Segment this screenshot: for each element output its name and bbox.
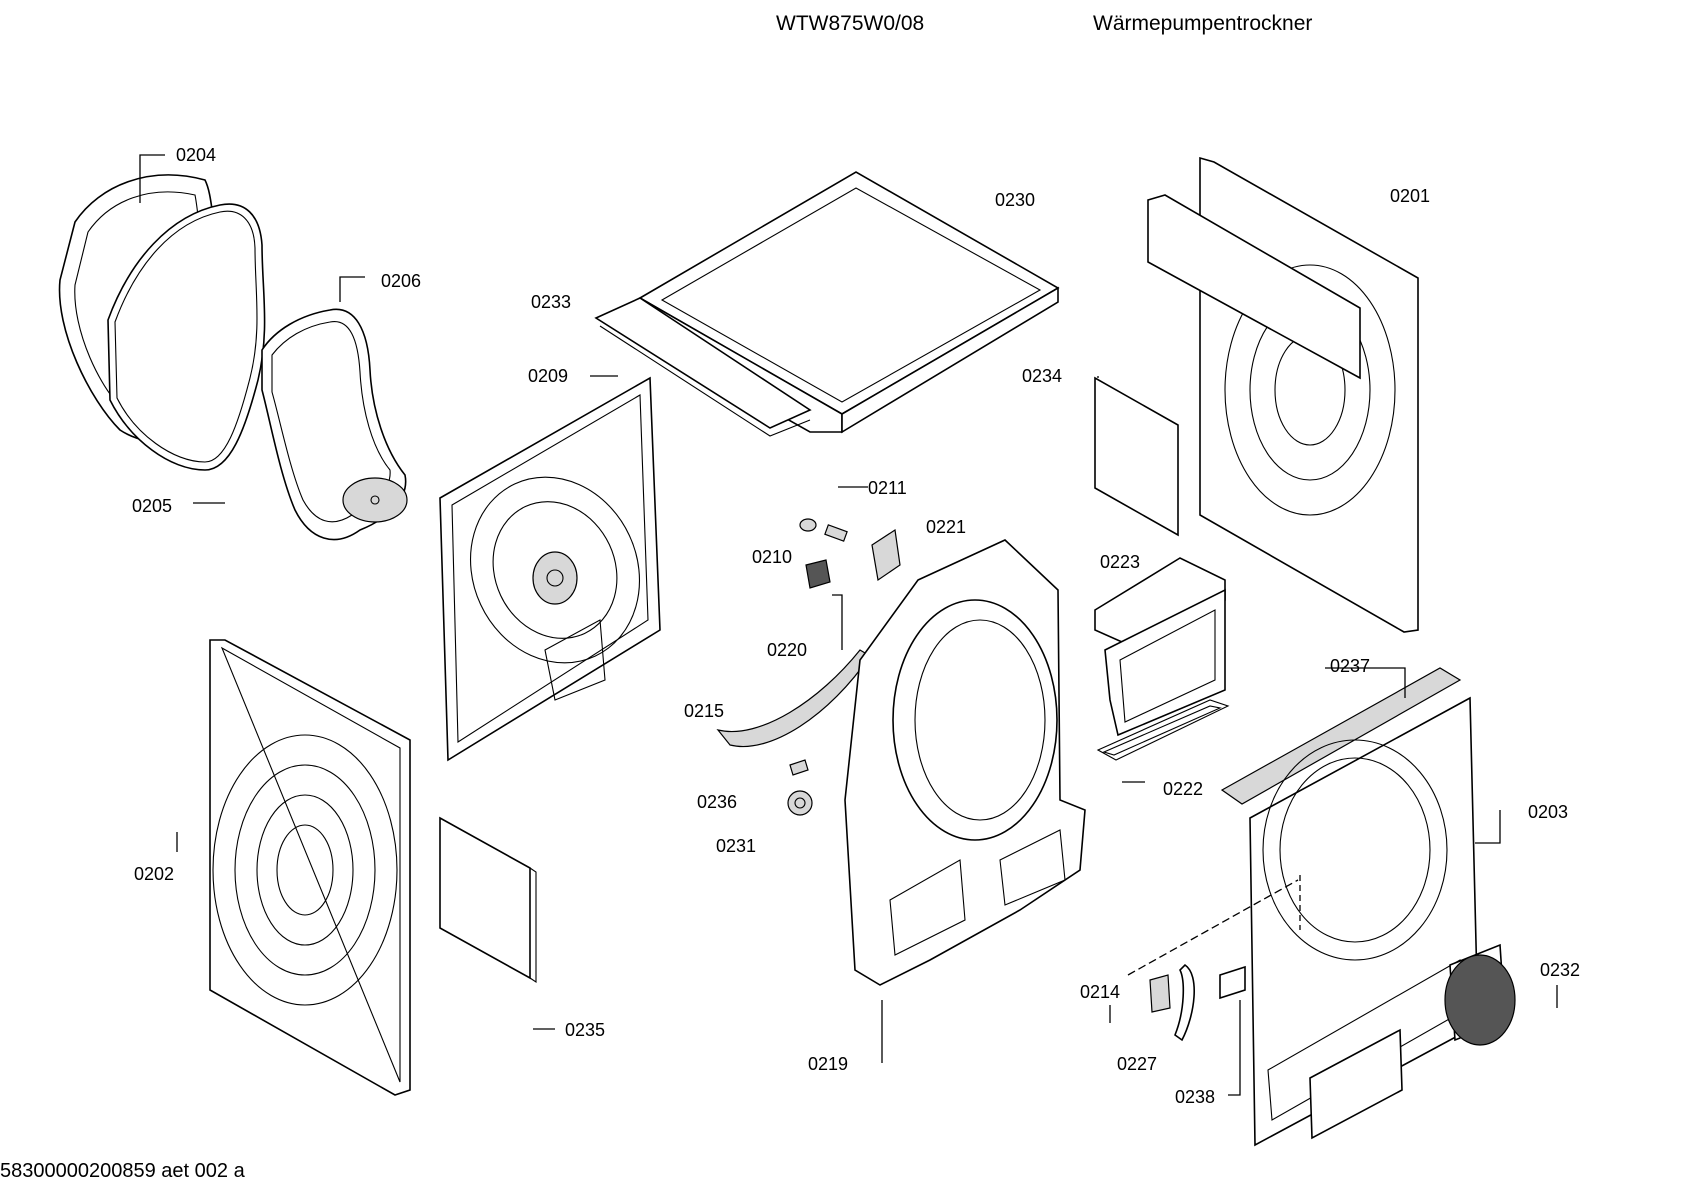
- callout-0231: 0231: [716, 836, 756, 856]
- callout-0227: 0227: [1117, 1054, 1157, 1074]
- part-0221-drawing: [871, 528, 901, 582]
- leader-lines: [139, 154, 1558, 1096]
- part-0219-drawing: [844, 539, 1086, 986]
- part-0215-drawing: [716, 649, 871, 747]
- leader-0206: [339, 276, 365, 302]
- part-0209-drawing: [439, 376, 661, 762]
- appliance-description: Wärmepumpentrockner: [1093, 12, 1313, 35]
- part-0222-drawing: [1096, 699, 1230, 761]
- part-0231-drawing: [787, 790, 813, 816]
- part-0214-drawing: [1149, 974, 1171, 1013]
- part-0236-drawing: [789, 759, 809, 776]
- callout-0237: 0237: [1330, 656, 1370, 676]
- callout-0203: 0203: [1528, 802, 1568, 822]
- callout-0232: 0232: [1540, 960, 1580, 980]
- leader-0203: [1475, 810, 1501, 844]
- part-0235-drawing: [439, 816, 537, 984]
- leader-0220: [832, 594, 843, 650]
- document-id: 58300000200859 aet 002 a: [0, 1160, 245, 1182]
- part-0210-drawing: [799, 518, 848, 542]
- callout-0202: 0202: [134, 864, 174, 884]
- callout-0205: 0205: [132, 496, 172, 516]
- callout-labels: 0204 0206 0205 0233 0230 0201 0209 0234 …: [132, 145, 1580, 1107]
- part-0232-drawing: [1444, 943, 1516, 1046]
- part-0206-drawing: [261, 308, 408, 541]
- callout-0201: 0201: [1390, 186, 1430, 206]
- leader-0238: [1228, 1000, 1241, 1096]
- part-0220-drawing: [805, 559, 831, 589]
- part-0227-drawing: [1174, 963, 1195, 1042]
- part-0237-drawing: [1220, 667, 1462, 805]
- part-0238-drawing: [1219, 965, 1246, 1000]
- part-0230-drawing: [606, 171, 1060, 434]
- callout-0204: 0204: [176, 145, 216, 165]
- part-0202-drawing: [209, 639, 411, 1096]
- callout-0220: 0220: [767, 640, 807, 660]
- part-0223-drawing: [1094, 557, 1226, 737]
- alignment-dashed-line: [1127, 879, 1299, 976]
- part-0234-drawing: [1094, 376, 1179, 537]
- callout-0211: 0211: [868, 478, 907, 498]
- callout-0235: 0235: [565, 1020, 605, 1040]
- callout-0234: 0234: [1022, 366, 1062, 386]
- callout-0215: 0215: [684, 701, 724, 721]
- part-0233-drawing: [594, 297, 812, 437]
- callout-0219: 0219: [808, 1054, 848, 1074]
- callout-0222: 0222: [1163, 779, 1203, 799]
- callout-0209: 0209: [528, 366, 568, 386]
- callout-0206: 0206: [381, 271, 421, 291]
- callout-0238: 0238: [1175, 1087, 1215, 1107]
- callout-0221: 0221: [926, 517, 966, 537]
- leader-0237: [1325, 667, 1406, 698]
- callout-0223: 0223: [1100, 552, 1140, 572]
- part-0205-drawing: [107, 203, 266, 471]
- part-0201-drawing: [1199, 156, 1419, 633]
- leader-0204: [139, 154, 165, 203]
- callout-0210: 0210: [752, 547, 792, 567]
- part-0201-bracket: [1147, 194, 1361, 380]
- model-number: WTW875W0/08: [776, 12, 925, 35]
- callout-0214: 0214: [1080, 982, 1120, 1002]
- callout-0233: 0233: [531, 292, 571, 312]
- callout-0236: 0236: [697, 792, 737, 812]
- callout-0230: 0230: [995, 190, 1035, 210]
